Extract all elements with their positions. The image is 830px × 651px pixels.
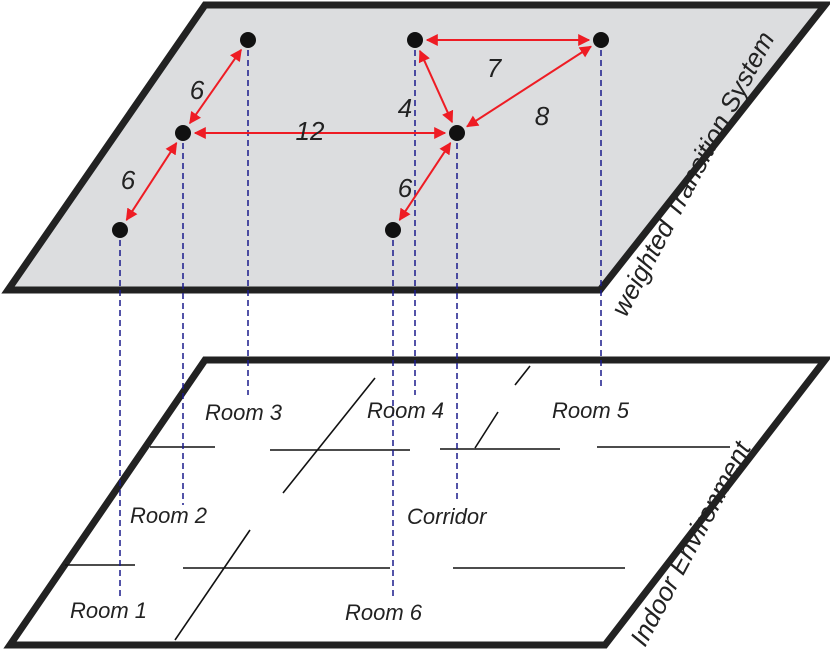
edge-weight-room2-room1: 6	[121, 165, 136, 195]
floor-plan-walls	[65, 365, 730, 641]
room-label-room6: Room 6	[345, 600, 423, 625]
edge-weight-corridor-room6: 6	[398, 173, 413, 203]
edge-room5-corridor	[466, 45, 592, 128]
wall	[174, 529, 251, 641]
transition-edges	[125, 34, 592, 221]
edge-weights: 6 6 12 4 7 8 6	[121, 53, 550, 203]
edge-room4-corridor	[418, 49, 454, 124]
node-room4	[407, 32, 423, 48]
room-label-room4: Room 4	[367, 398, 444, 423]
wall	[514, 365, 531, 386]
edge-corridor-room6	[398, 142, 452, 221]
node-room6	[385, 222, 401, 238]
node-room5	[593, 32, 609, 48]
wall	[474, 411, 499, 449]
wall	[282, 377, 376, 494]
edge-weight-room2-corridor: 12	[296, 116, 325, 146]
node-room3	[240, 32, 256, 48]
node-room2	[175, 125, 191, 141]
node-room1	[112, 222, 128, 238]
room-label-room5: Room 5	[552, 398, 630, 423]
edge-room2-room3	[189, 48, 242, 125]
room-label-room1: Room 1	[70, 598, 147, 623]
edge-weight-room5-corridor: 8	[535, 101, 550, 131]
indoor-environment-plane	[3, 356, 830, 649]
transition-nodes	[112, 32, 609, 238]
edge-room2-room1	[125, 142, 178, 221]
edge-weight-room4-room5: 7	[487, 53, 503, 83]
node-corridor	[449, 125, 465, 141]
edge-weight-room2-room3: 6	[190, 75, 205, 105]
edge-weight-room4-corridor: 4	[398, 93, 412, 123]
room-label-room3: Room 3	[205, 400, 283, 425]
room-labels: Room 1 Room 2 Room 3 Room 4 Room 5 Room 6 Corr…	[70, 398, 630, 625]
node-room-links	[119, 40, 602, 598]
room-label-corridor: Corridor	[407, 504, 488, 529]
room-label-room2: Room 2	[130, 503, 207, 528]
